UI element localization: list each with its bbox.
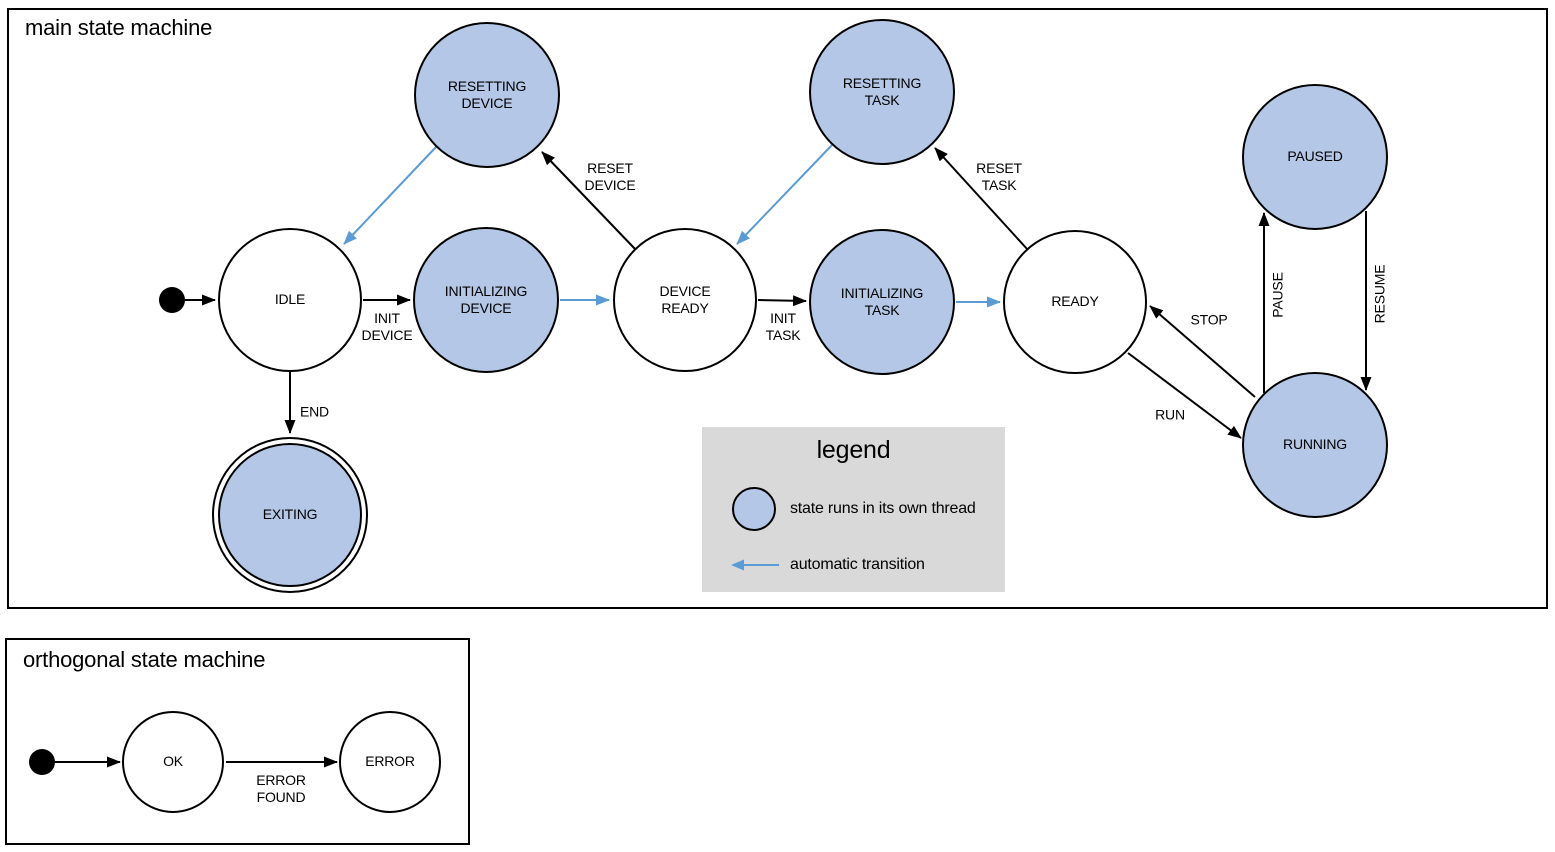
transition-label-idle-to-initializing-device: INIT DEVICE: [361, 310, 413, 343]
threaded-state-sample-icon: [732, 487, 776, 531]
ortho-initial-state-dot: [29, 749, 55, 775]
transition-running-to-ready: [1149, 305, 1256, 398]
transition-device-ready-to-initializing-task: [757, 295, 807, 307]
transition-label-device-ready-to-resetting-device: RESET DEVICE: [584, 160, 636, 193]
transition-label-ok-to-error: ERROR FOUND: [256, 772, 306, 805]
orthogonal-state-machine-title: orthogonal state machine: [23, 647, 266, 672]
transition-label-running-to-paused: PAUSE: [1269, 272, 1286, 318]
state-error: ERROR: [339, 711, 441, 813]
state-label-exiting: EXITING: [262, 506, 318, 523]
state-exiting: EXITING: [218, 443, 362, 587]
state-label-resetting-device: RESETTING DEVICE: [447, 77, 527, 112]
legend-thread-item-label: state runs in its own thread: [790, 500, 976, 517]
state-label-device-ready: DEVICE READY: [659, 282, 711, 317]
transition-label-ready-to-resetting-task: RESET TASK: [976, 160, 1022, 193]
state-initializing-task: INITIALIZING TASK: [809, 229, 955, 375]
main-state-machine-frame: main state machine: [7, 8, 1548, 609]
transition-resetting-device-to-idle: [343, 146, 437, 245]
state-label-ok: OK: [163, 753, 183, 770]
state-label-running: RUNNING: [1283, 436, 1347, 453]
auto-transition-arrow-icon: [731, 559, 779, 571]
state-label-paused: PAUSED: [1287, 148, 1343, 165]
transition-label-ready-to-running: RUN: [1155, 406, 1185, 423]
state-label-resetting-task: RESETTING TASK: [842, 74, 922, 109]
state-resetting-device: RESETTING DEVICE: [414, 22, 560, 168]
legend-title: legend: [816, 436, 891, 464]
state-label-initializing-device: INITIALIZING DEVICE: [444, 282, 528, 317]
main-initial-state-dot: [159, 287, 185, 313]
main-state-machine-title: main state machine: [25, 15, 213, 40]
transition-device-ready-to-resetting-device: [541, 151, 637, 251]
transition-label-paused-to-running: RESUME: [1371, 264, 1388, 324]
state-label-idle: IDLE: [274, 291, 306, 308]
state-ready: READY: [1003, 230, 1147, 374]
state-label-initializing-task: INITIALIZING TASK: [840, 284, 924, 319]
state-resetting-task: RESETTING TASK: [809, 19, 955, 165]
transition-ready-to-running: [1127, 352, 1242, 439]
state-running: RUNNING: [1242, 372, 1388, 518]
transition-resetting-task-to-device-ready: [736, 144, 833, 245]
transition-label-device-ready-to-initializing-task: INIT TASK: [765, 310, 801, 343]
state-paused: PAUSED: [1242, 84, 1388, 230]
orthogonal-state-machine-frame: orthogonal state machine: [5, 638, 470, 845]
state-initializing-device: INITIALIZING DEVICE: [413, 227, 559, 373]
state-ok: OK: [122, 711, 224, 813]
transition-label-idle-to-exiting: END: [300, 403, 329, 420]
transition-label-running-to-ready: STOP: [1190, 311, 1228, 328]
state-label-ready: READY: [1051, 293, 1099, 310]
state-device-ready: DEVICE READY: [613, 228, 757, 372]
legend-panel: legend state runs in its own thread auto…: [702, 427, 1005, 592]
transition-ready-to-resetting-task: [934, 147, 1029, 251]
state-label-error: ERROR: [365, 753, 415, 770]
state-idle: IDLE: [218, 228, 362, 372]
legend-auto-item-label: automatic transition: [790, 556, 925, 573]
